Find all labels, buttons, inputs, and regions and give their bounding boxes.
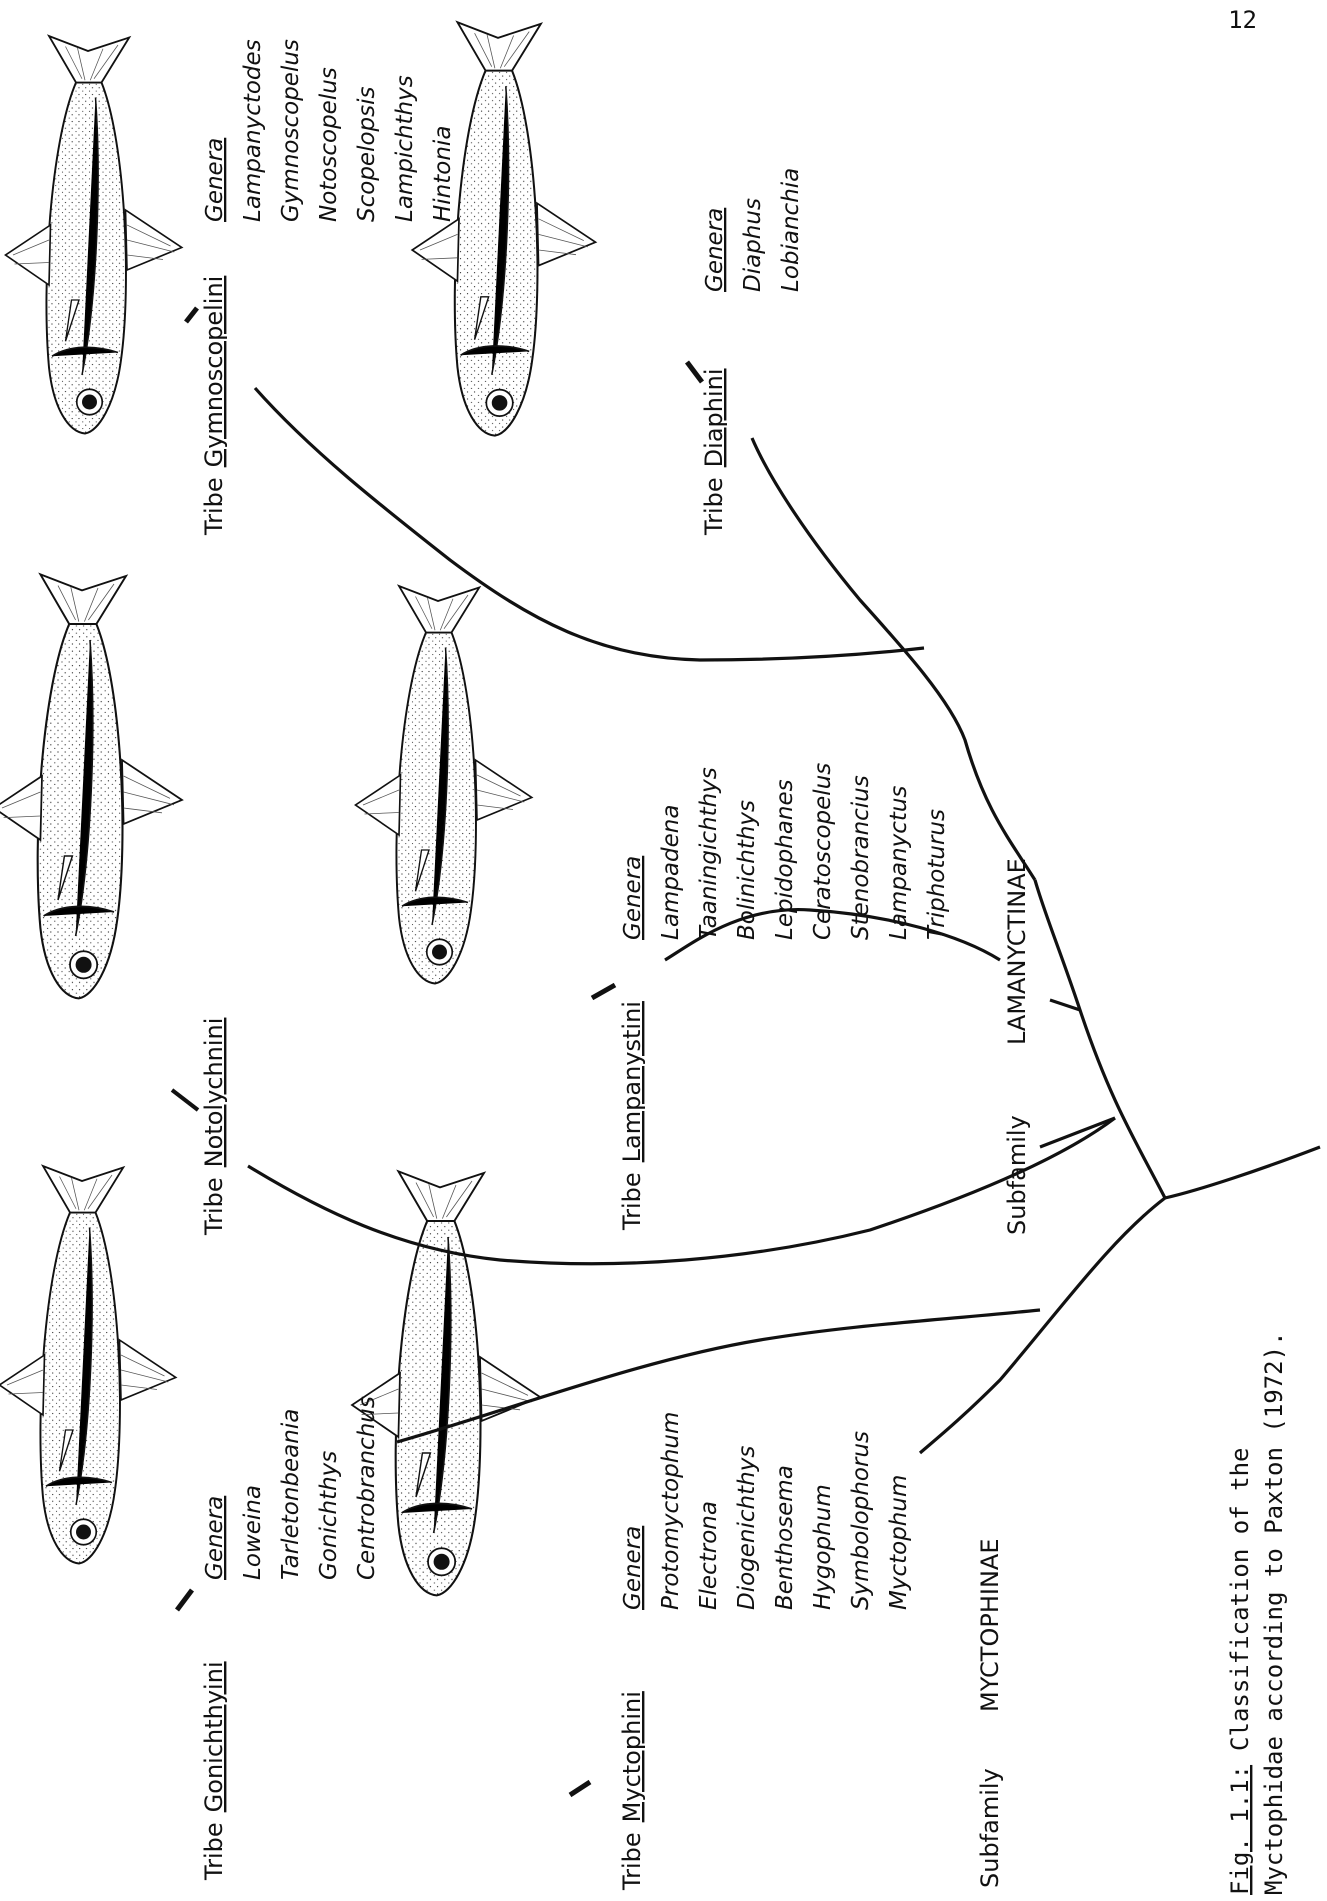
pointer-notolychnini [172, 1090, 198, 1110]
pointer-myctophini [570, 1782, 590, 1795]
svg-text:Lampichthys: Lampichthys [392, 75, 418, 222]
svg-text:Tarletonbeania: Tarletonbeania [278, 1409, 304, 1580]
svg-text:Loweina: Loweina [240, 1485, 266, 1580]
svg-text:LAMANYCTINAE: LAMANYCTINAE [1003, 858, 1031, 1045]
svg-text:Hintonia: Hintonia [430, 126, 456, 222]
svg-text:Ceratoscopelus: Ceratoscopelus [810, 763, 836, 940]
svg-text:TribeDiaphini: TribeDiaphini [700, 368, 728, 536]
fish-illustration-icon [356, 586, 532, 984]
svg-text:Scopelopsis: Scopelopsis [354, 86, 380, 222]
genera-lampanystini: Genera Lampadena Taaningichthys Bolinich… [620, 763, 950, 940]
branch-root [1165, 1147, 1320, 1198]
svg-text:Genera: Genera [202, 138, 228, 222]
svg-text:Triphoturus: Triphoturus [924, 809, 950, 940]
svg-text:TribeLampanystini: TribeLampanystini [618, 1001, 646, 1231]
svg-text:MYCTOPHINAE: MYCTOPHINAE [976, 1539, 1004, 1713]
svg-text:Genera: Genera [202, 1496, 228, 1580]
svg-text:Genera: Genera [620, 1526, 646, 1610]
svg-text:Protomyctophum: Protomyctophum [658, 1412, 684, 1610]
fish-illustration-icon [6, 36, 182, 434]
label-myctophini: TribeMyctophini [618, 1691, 646, 1891]
fish-illustration-icon [412, 22, 595, 435]
pointer-gymnoscopelini [186, 308, 197, 322]
fish-illustration-icon [352, 1171, 540, 1595]
label-gonichthyini: TribeGonichthyini [200, 1661, 228, 1881]
label-notolychnini: TribeNotolychnini [200, 1018, 228, 1236]
label-lampanystini: TribeLampanystini [618, 1001, 646, 1231]
svg-text:Lampadena: Lampadena [658, 805, 684, 940]
svg-text:Genera: Genera [702, 208, 728, 292]
svg-text:Genera: Genera [620, 856, 646, 940]
genera-gonichthyini: Genera Loweina Tarletonbeania Gonichthys… [202, 1396, 380, 1580]
genera-myctophini: Genera Protomyctophum Electrona Diogenic… [620, 1412, 912, 1610]
branch-myctophinae [920, 1198, 1165, 1453]
svg-text:Lepidophanes: Lepidophanes [772, 779, 798, 940]
figure-caption: Fig. 1.1:Classification of the Myctophid… [1226, 1331, 1288, 1895]
fish-illustration-icon [0, 1166, 176, 1564]
svg-text:TribeMyctophini: TribeMyctophini [618, 1691, 646, 1891]
pointer-gonichthyini [177, 1590, 192, 1610]
branch-lampanyctinae [1035, 880, 1165, 1198]
svg-text:Hygophum: Hygophum [810, 1484, 836, 1610]
pointer-lampanystini [592, 985, 615, 998]
branch-gymnoscopelini [255, 388, 924, 660]
svg-text:TribeNotolychnini: TribeNotolychnini [200, 1018, 228, 1236]
svg-text:Myctophum: Myctophum [886, 1475, 912, 1610]
fish-illustration-icon [0, 574, 182, 998]
svg-text:Bolinichthys: Bolinichthys [734, 800, 760, 940]
svg-text:Gymnoscopelus: Gymnoscopelus [278, 39, 304, 222]
svg-text:Electrona: Electrona [696, 1501, 722, 1610]
label-diaphini: TribeDiaphini [700, 368, 728, 536]
branch-notolychnini [248, 1118, 1115, 1264]
svg-text:Benthosema: Benthosema [772, 1465, 798, 1610]
label-subfamily-lampanyctinae-prefix: Subfamily [1003, 1115, 1031, 1235]
svg-text:Fig. 1.1:Classification of the: Fig. 1.1:Classification of the [1226, 1448, 1254, 1895]
label-gymnoscopelini: TribeGymnoscopelini [200, 276, 228, 536]
page-number: 12 [1228, 6, 1257, 34]
svg-text:Centrobranchus: Centrobranchus [354, 1396, 380, 1580]
svg-text:Stenobrancius: Stenobrancius [848, 775, 874, 940]
label-subfamily-lampanyctinae: LAMANYCTINAE [1003, 858, 1031, 1045]
svg-text:Notoscopelus: Notoscopelus [316, 67, 342, 222]
label-subfamily-myctophinae: MYCTOPHINAE [976, 1539, 1004, 1713]
svg-text:Subfamily: Subfamily [976, 1768, 1004, 1888]
svg-text:Gonichthys: Gonichthys [316, 1451, 342, 1580]
svg-text:Subfamily: Subfamily [1003, 1115, 1031, 1235]
svg-text:Diogenichthys: Diogenichthys [734, 1446, 760, 1610]
svg-text:TribeGymnoscopelini: TribeGymnoscopelini [200, 276, 228, 536]
genera-diaphini: Genera Diaphus Lobianchia [702, 168, 804, 292]
label-subfamily-myctophinae-prefix: Subfamily [976, 1768, 1004, 1888]
svg-text:Lobianchia: Lobianchia [778, 168, 804, 292]
svg-text:Taaningichthys: Taaningichthys [696, 767, 722, 940]
svg-text:TribeGonichthyini: TribeGonichthyini [200, 1661, 228, 1881]
svg-text:Lampanyctodes: Lampanyctodes [240, 39, 266, 222]
svg-text:Diaphus: Diaphus [740, 198, 766, 292]
genera-gymnoscopelini: Genera Lampanyctodes Gymnoscopelus Notos… [202, 39, 456, 222]
svg-text:Myctophidae according to Paxto: Myctophidae according to Paxton (1972). [1260, 1331, 1288, 1895]
svg-text:Symbolophorus: Symbolophorus [848, 1431, 874, 1610]
svg-text:Lampanyctus: Lampanyctus [886, 786, 912, 940]
